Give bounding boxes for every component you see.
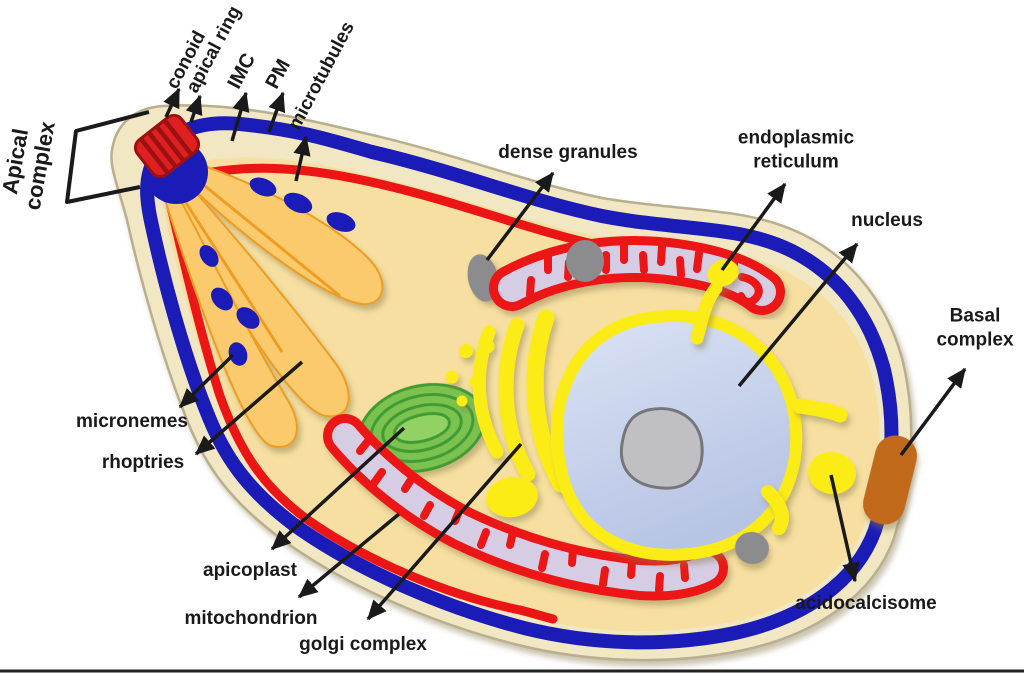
acidocalcisome-shape — [808, 451, 856, 495]
basal-complex-shape — [862, 435, 918, 525]
label-endoplasmic-reticulum: endoplasmic reticulum — [737, 127, 855, 172]
arrow-mitochondrion — [297, 512, 401, 599]
arrow-basal-complex — [899, 367, 967, 457]
arrow-dense-granules — [485, 171, 555, 262]
arrow-endoplasmic-reticulum — [720, 182, 787, 272]
micronemes-shapes — [199, 177, 356, 366]
arrow-apicoplast — [270, 426, 406, 551]
inner-membrane-complex — [140, 116, 899, 650]
arrow-nucleus — [737, 242, 859, 388]
microtubules-line-bottom — [161, 181, 558, 624]
label-mitochondrion: mitochondrion — [184, 608, 318, 630]
arrow-microtubules — [293, 135, 311, 182]
label-micronemes: micronemes — [76, 411, 188, 433]
label-rhoptries: rhoptries — [101, 452, 185, 474]
annotation-arrows — [163, 87, 967, 621]
conoid-shape — [133, 113, 208, 204]
apical-complex-bracket — [65, 110, 150, 204]
dense-granule — [566, 240, 604, 282]
nucleolus — [619, 407, 704, 490]
endoplasmic-reticulum-shape — [690, 259, 848, 535]
arrow-imc — [230, 91, 250, 142]
label-golgi-complex: golgi complex — [299, 634, 427, 656]
arrow-micronemes — [178, 353, 235, 409]
label-dense-granules: dense granules — [498, 142, 638, 164]
label-apicoplast: apicoplast — [203, 560, 297, 582]
dense-granule — [735, 531, 769, 565]
arrow-conoid — [163, 87, 181, 118]
golgi-complex-shape — [445, 309, 570, 518]
arrow-pm — [267, 91, 286, 133]
arrow-golgi-complex — [366, 442, 523, 621]
arrow-apical-ring — [185, 94, 203, 123]
arrow-rhoptries — [194, 360, 304, 456]
arrow-acidocalcisome — [829, 474, 860, 583]
label-basal-complex: Basal complex — [936, 305, 1014, 350]
label-nucleus: nucleus — [851, 210, 923, 232]
label-acidocalcisome: acidocalcisome — [795, 593, 937, 615]
nucleus-shape — [550, 309, 803, 561]
apicoplast-shape — [357, 382, 487, 474]
